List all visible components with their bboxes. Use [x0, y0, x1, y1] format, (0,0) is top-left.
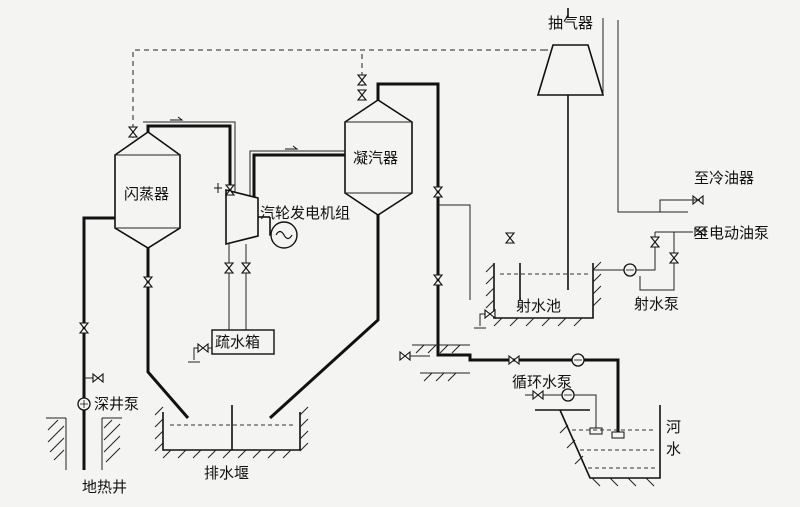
- label-jet-pump: 射水泵: [634, 295, 679, 313]
- geothermal-supply-line: [82, 216, 115, 470]
- label-geothermal-well: 地热井: [82, 478, 127, 496]
- label-jet-pool: 射水池: [516, 297, 561, 315]
- well-ground: [46, 417, 122, 470]
- label-to-oil-cooler: 至冷油器: [694, 169, 754, 187]
- drain-tank-box: [188, 244, 275, 363]
- flow-arrows: [170, 116, 700, 233]
- label-drain-tank: 疏水箱: [215, 333, 260, 351]
- river: [535, 405, 661, 487]
- label-air-ejector: 抽气器: [548, 14, 593, 32]
- brine-drain-pipes: [146, 215, 380, 420]
- label-drain-weir: 排水堰: [204, 464, 249, 482]
- label-river-water: 河 水: [666, 418, 686, 458]
- label-river-water-line-1: 河: [666, 418, 681, 436]
- label-to-electric-oil-pump: 至电动油泵: [694, 224, 769, 242]
- river-intake-line: [525, 388, 625, 439]
- drain-weir: [154, 405, 309, 459]
- jet-pool: [474, 261, 602, 329]
- label-circulating-pump: 循环水泵: [512, 373, 572, 391]
- label-river-water-line-2: 水: [666, 440, 681, 458]
- jet-pump-lines: [593, 18, 690, 291]
- steam-pipes: [143, 121, 345, 215]
- air-extraction-lines: [132, 49, 548, 138]
- turbine: [225, 188, 270, 246]
- ground-hatching: [412, 344, 470, 382]
- label-deep-well-pump: 深井泵: [94, 395, 139, 413]
- label-condenser: 凝汽器: [353, 149, 398, 167]
- label-turbine-generator: 汽轮发电机组: [260, 204, 350, 222]
- deep-well-pump: [77, 397, 91, 411]
- label-flash-evaporator: 闪蒸器: [124, 185, 169, 203]
- generator: [269, 217, 298, 249]
- cooling-water-pipe: [376, 82, 620, 432]
- circulating-pump-symbol: [571, 353, 585, 367]
